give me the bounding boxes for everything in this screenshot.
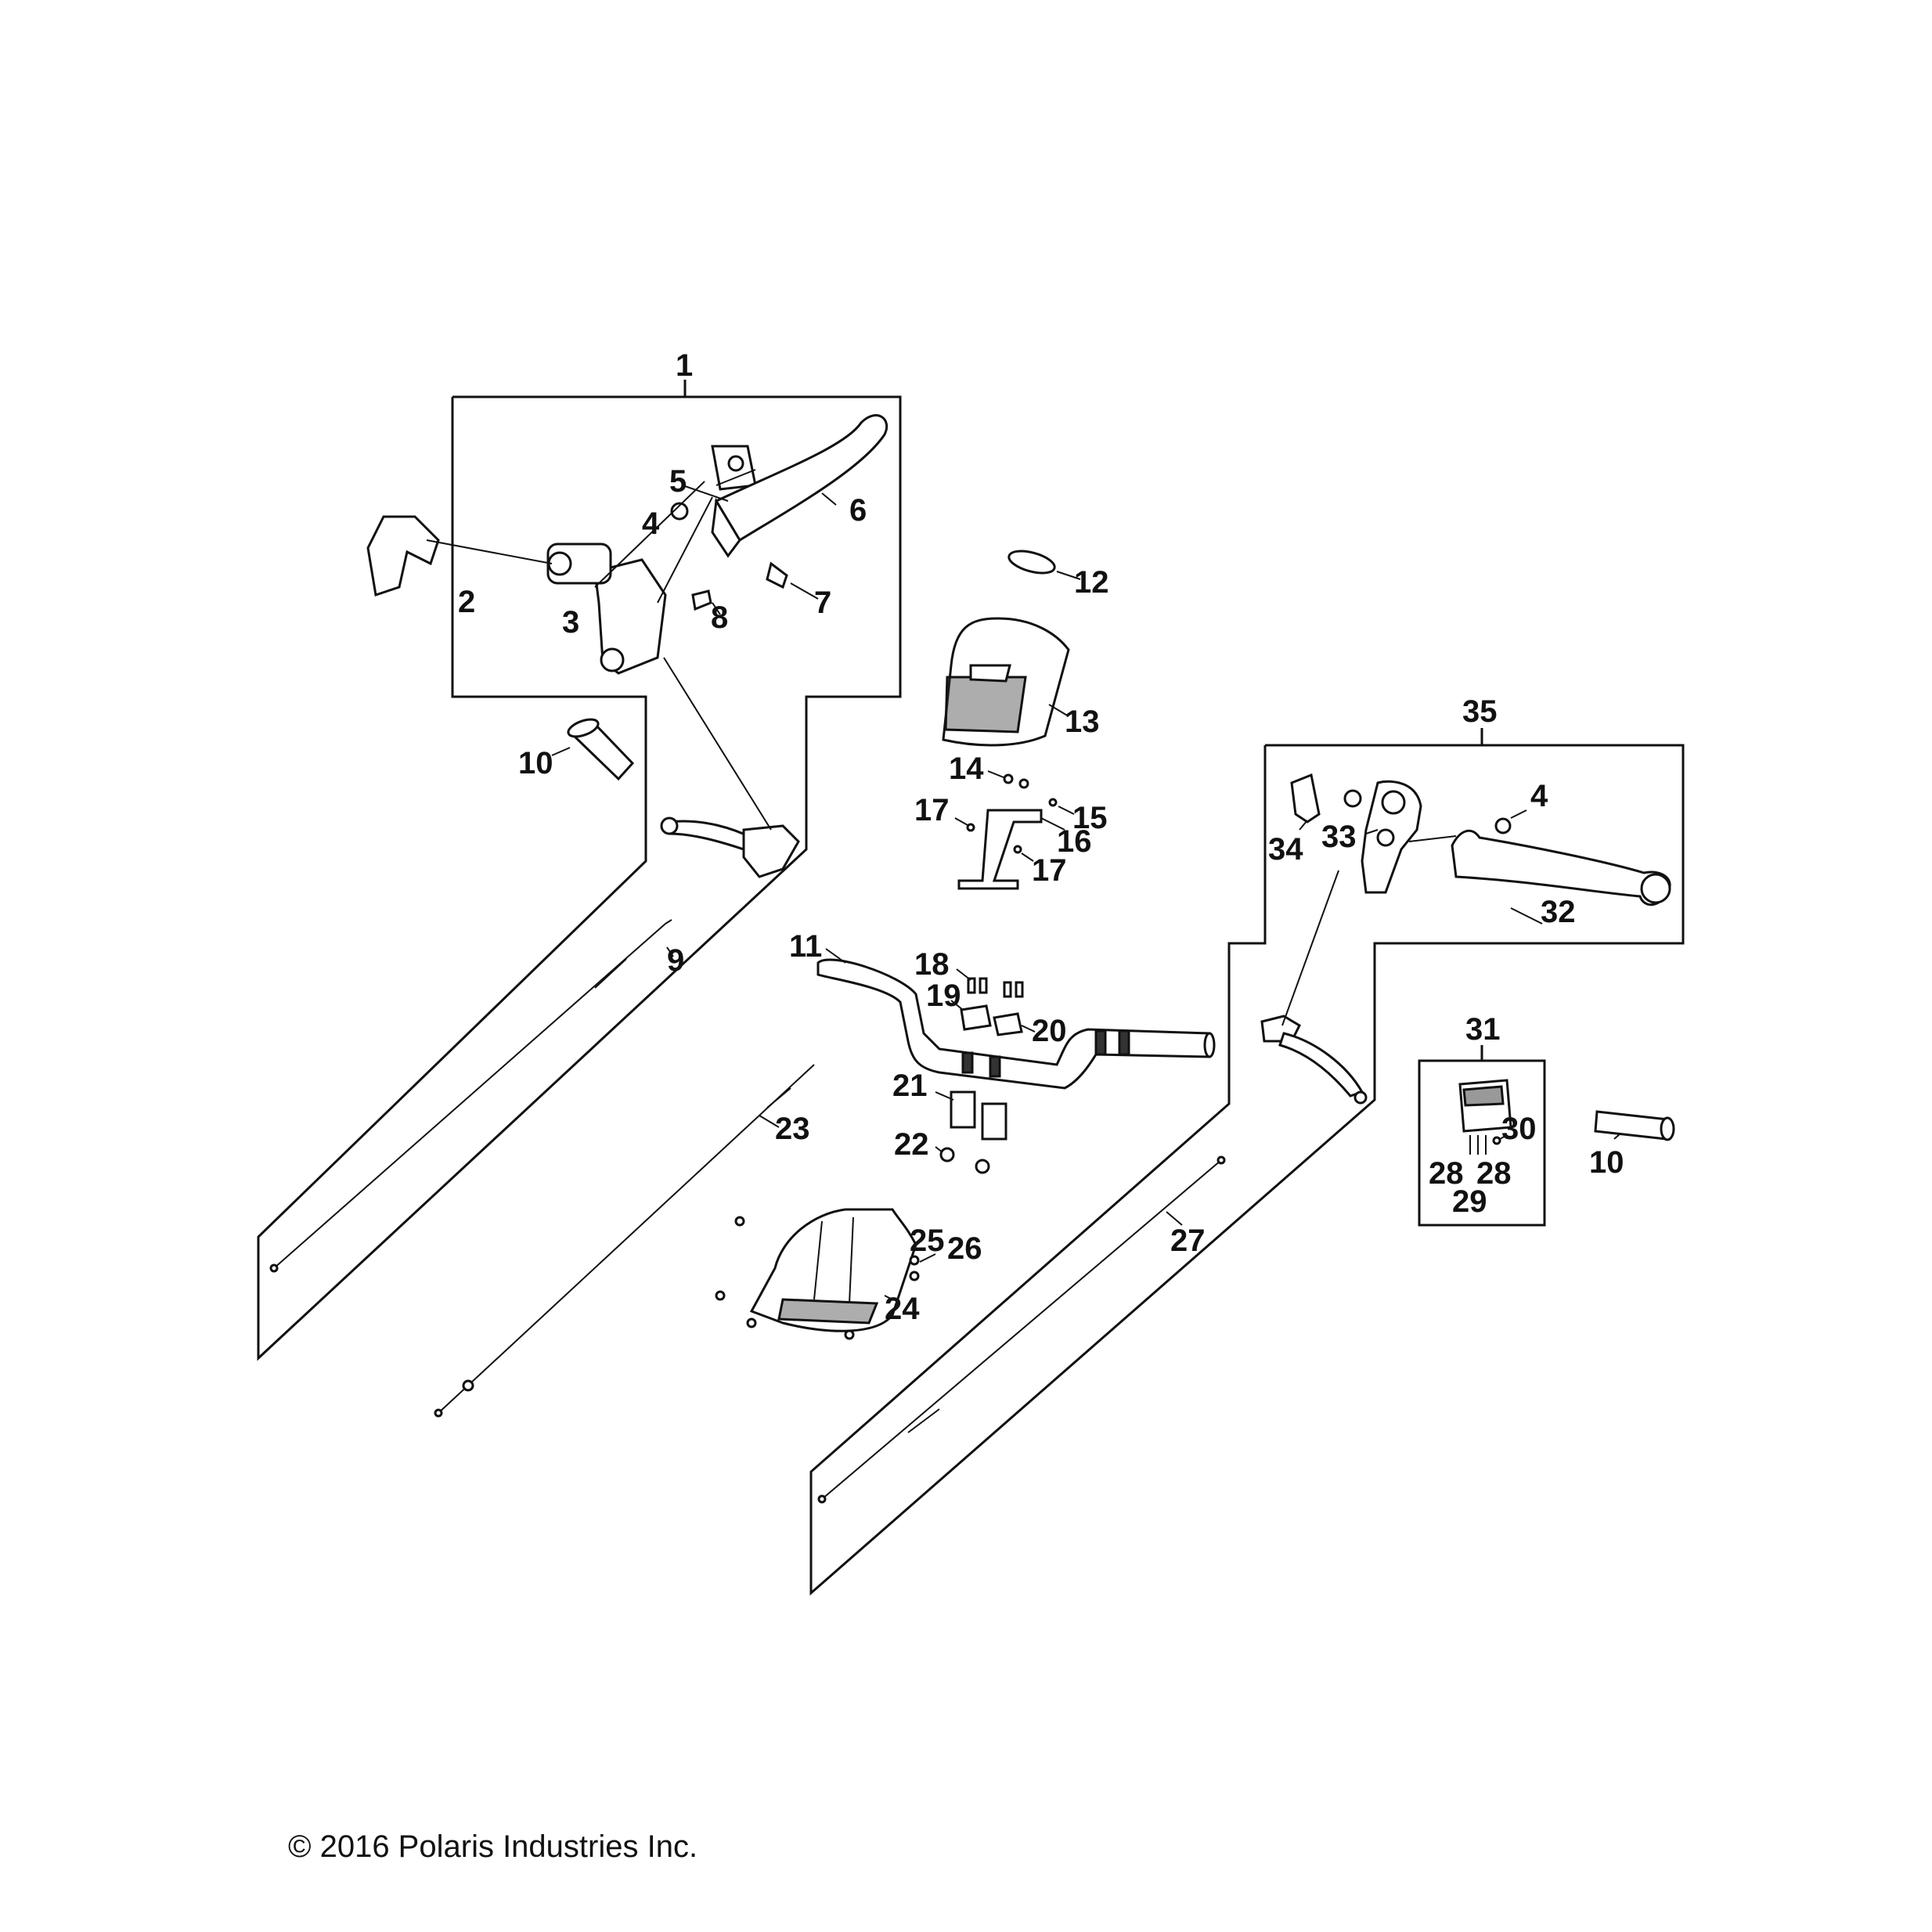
callout-25: 25: [910, 1224, 945, 1258]
callout-7: 7: [814, 586, 831, 620]
callout-11: 11: [789, 929, 822, 964]
nut-part: [670, 502, 689, 521]
center-cable-group: [434, 1064, 815, 1418]
callout-24: 24: [885, 1292, 920, 1326]
clutch-lever-part: [1451, 829, 1671, 907]
callout-33: 33: [1321, 820, 1357, 854]
callout-10-right: 10: [1589, 1145, 1624, 1180]
callout-15: 15: [1072, 801, 1108, 835]
throttle-bracket-part: [366, 515, 440, 597]
callout-1: 1: [676, 348, 693, 383]
callout-19: 19: [926, 979, 961, 1013]
handlebar-part: [816, 958, 1211, 1090]
screw-15-part: [1048, 798, 1058, 807]
switch-assembly-group: [1418, 1045, 1546, 1227]
left-assembly-group: [257, 380, 902, 1361]
callout-12: 12: [1074, 565, 1109, 600]
left-cable-group: [269, 919, 674, 1273]
upper-clamp-part: [960, 1004, 992, 1031]
right-lower-lever-group: [1260, 870, 1368, 1105]
callout-9: 9: [667, 943, 684, 978]
left-cable-9: [273, 923, 666, 1269]
callout-21: 21: [892, 1069, 928, 1103]
handlebar-group: [816, 948, 1216, 1090]
callout-17-lower: 17: [1032, 853, 1067, 888]
bolt-part: [691, 589, 712, 611]
callout-31: 31: [1465, 1012, 1501, 1047]
screw-25-part: [909, 1255, 920, 1266]
callout-13: 13: [1065, 705, 1100, 739]
callout-18: 18: [914, 947, 950, 982]
callout-26: 26: [947, 1231, 982, 1266]
callout-22: 22: [894, 1127, 929, 1162]
screw-17-part: [966, 823, 975, 832]
upper-clamp-group: [950, 968, 1036, 1036]
screw-26-part: [909, 1271, 920, 1281]
right-assembly-outline: [809, 744, 1685, 1596]
callout-28-right: 28: [1476, 1156, 1512, 1191]
callout-23: 23: [775, 1112, 810, 1146]
callout-32: 32: [1541, 895, 1576, 929]
callout-17-upper: 17: [914, 793, 950, 827]
badge-part: [1007, 550, 1056, 575]
screw-14-part: [1003, 773, 1014, 784]
bracket-group: [954, 770, 1075, 890]
pivot-bolt-part: [766, 561, 788, 589]
lower-cover-group: [715, 1208, 936, 1340]
brake-lever-part: [714, 414, 889, 542]
callout-10-left: 10: [518, 746, 553, 780]
lower-clamp-part: [950, 1090, 976, 1129]
copyright-notice: © 2016 Polaris Industries Inc.: [288, 1829, 697, 1864]
callout-35: 35: [1462, 694, 1498, 729]
callout-29: 29: [1452, 1184, 1487, 1219]
callout-labels: 1 2 3 4 5 6 7 8 9 10 11 12 13 14 15 16 1…: [458, 348, 1624, 1326]
lever-cover-part: [1290, 773, 1321, 824]
callout-4-right: 4: [1530, 779, 1548, 813]
badge-group: [1007, 550, 1081, 580]
right-cable-27: [821, 1159, 1222, 1500]
right-grip-group: [1594, 1110, 1675, 1141]
callout-4: 4: [642, 506, 660, 541]
callout-6: 6: [849, 493, 867, 528]
callout-14: 14: [949, 752, 984, 786]
callout-27: 27: [1170, 1224, 1206, 1258]
left-grip-group: [551, 718, 635, 781]
callout-8: 8: [711, 600, 728, 635]
callout-20: 20: [1032, 1014, 1067, 1048]
bolt-18-part: [967, 977, 976, 994]
right-assembly-group: [809, 728, 1685, 1596]
callout-28-left: 28: [1429, 1156, 1464, 1191]
master-cylinder-part: [593, 558, 667, 675]
bolt-33-part: [1343, 789, 1362, 808]
right-cable-group: [817, 1155, 1226, 1504]
callout-5: 5: [669, 464, 687, 499]
left-lower-master-part: [742, 824, 800, 878]
callout-30: 30: [1501, 1112, 1537, 1146]
nut-22-part: [939, 1147, 955, 1162]
callout-16: 16: [1057, 824, 1092, 859]
callout-3: 3: [562, 605, 579, 640]
center-cable-23: [438, 1064, 815, 1414]
left-assembly-outline: [257, 395, 902, 1361]
callout-34: 34: [1268, 832, 1303, 867]
left-lower-lever-part: [668, 820, 754, 851]
callout-2: 2: [458, 585, 475, 619]
lower-clamp-group: [935, 1090, 1007, 1174]
handlebar-cover-group: [942, 617, 1070, 747]
right-grip-part: [1594, 1110, 1669, 1141]
right-lower-lever-part: [1278, 1032, 1364, 1098]
left-lower-master-group: [660, 657, 800, 878]
mount-bracket-part: [957, 809, 1043, 890]
nut-right-part: [1494, 817, 1512, 834]
